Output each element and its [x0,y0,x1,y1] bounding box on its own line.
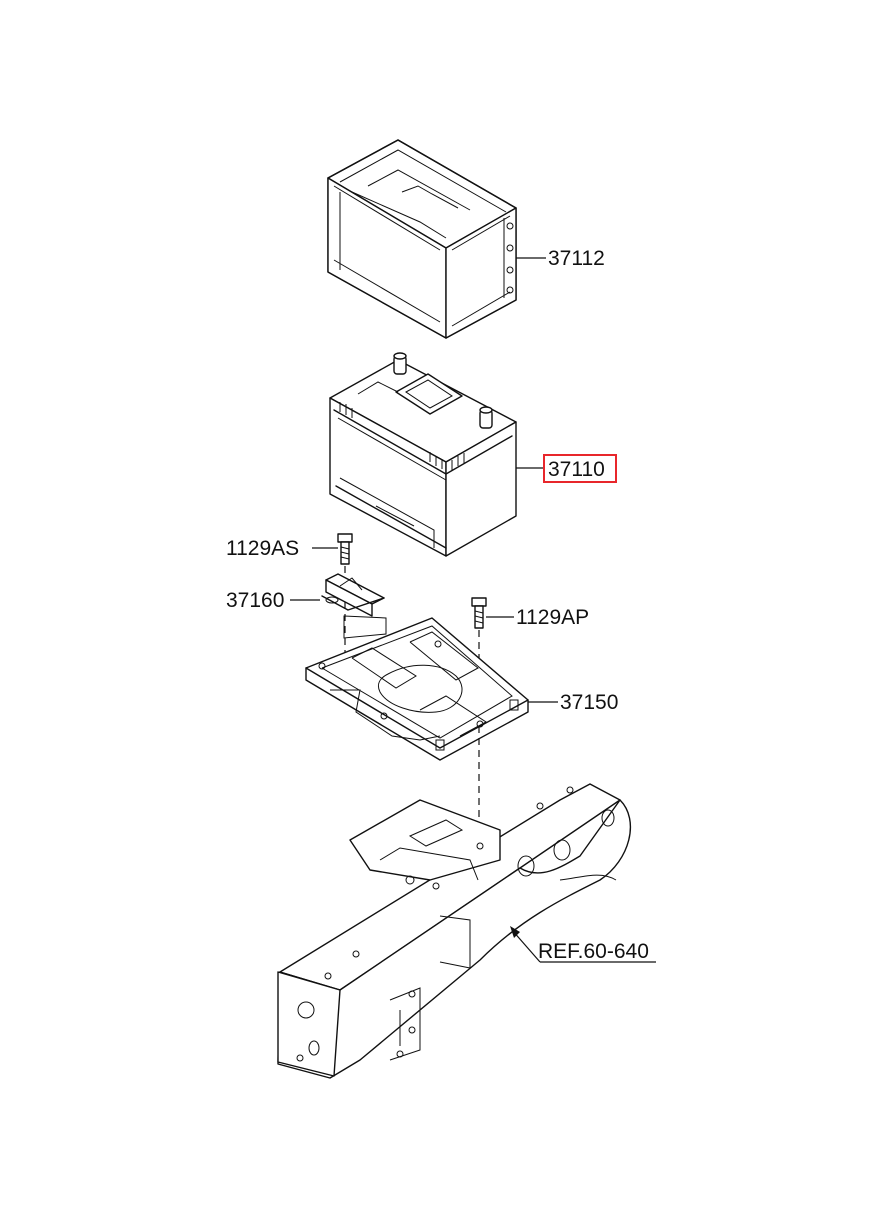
part-label-37160[interactable]: 37160 [226,589,284,612]
battery-tray-drawing [305,617,529,761]
bolt-1129AP-drawing [471,597,487,629]
clamp-37160-drawing [321,573,387,639]
part-label-1129AP[interactable]: 1129AP [516,606,589,629]
part-label-1129AS[interactable]: 1129AS [226,537,299,560]
battery-drawing [329,352,517,557]
battery-cover-drawing [327,139,517,339]
part-label-37110[interactable]: 37110 [548,458,605,481]
reference-label[interactable]: REF.60-640 [538,940,649,963]
leader-ref-arrow [510,926,520,938]
frame-member-drawing [277,783,632,1079]
part-label-37112[interactable]: 37112 [548,247,605,270]
bolt-1129AS-drawing [337,533,353,565]
part-label-37150[interactable]: 37150 [560,691,618,714]
highlight-box-37110 [543,454,617,483]
